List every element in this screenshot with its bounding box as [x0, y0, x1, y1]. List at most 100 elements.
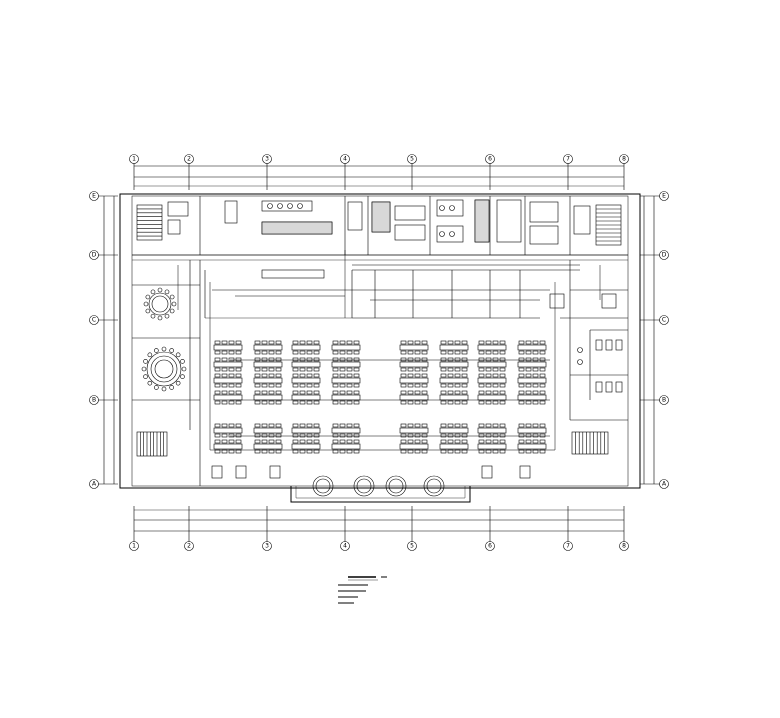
dining-chair	[539, 340, 546, 345]
dining-chair	[353, 439, 360, 444]
dining-chair	[539, 449, 546, 454]
dining-chair	[518, 423, 525, 428]
dining-chair	[525, 390, 532, 395]
axis-bubble-bottom-5: 5	[407, 541, 417, 551]
vip-chair	[171, 301, 177, 307]
dining-table	[331, 361, 361, 368]
dining-table	[213, 361, 243, 368]
dining-chair	[499, 357, 506, 362]
dining-chair	[532, 373, 539, 378]
dining-table	[399, 361, 429, 368]
dining-chair	[268, 449, 275, 454]
dining-chair	[313, 423, 320, 428]
vip-chair	[141, 366, 147, 372]
dining-chair	[228, 383, 235, 388]
dining-chair	[299, 350, 306, 355]
dining-chair	[254, 433, 261, 438]
round-table-vip-1	[148, 292, 172, 316]
axis-bubble-right-A: A	[659, 479, 669, 489]
dining-table	[253, 394, 283, 401]
dining-table	[291, 361, 321, 368]
dining-chair	[400, 367, 407, 372]
axis-bubble-right-E: E	[659, 191, 669, 201]
dining-chair	[447, 449, 454, 454]
dining-chair	[313, 433, 320, 438]
dining-chair	[525, 340, 532, 345]
dining-chair	[221, 350, 228, 355]
row-ticks	[98, 195, 660, 485]
dining-chair	[332, 340, 339, 345]
dining-table	[291, 427, 321, 434]
dining-chair	[299, 439, 306, 444]
dining-chair	[407, 340, 414, 345]
svg-text:7: 7	[566, 543, 570, 550]
dining-chair	[346, 433, 353, 438]
dining-chair	[421, 383, 428, 388]
dining-chair	[407, 357, 414, 362]
dining-chair	[313, 383, 320, 388]
dining-chair	[235, 383, 242, 388]
dining-chair	[539, 373, 546, 378]
dining-chair	[261, 357, 268, 362]
axis-bubble-left-E: E	[89, 191, 99, 201]
dining-chair	[485, 340, 492, 345]
dining-chair	[478, 367, 485, 372]
dining-chair	[261, 400, 268, 405]
dining-chair	[275, 400, 282, 405]
vip-chair	[143, 359, 148, 364]
dining-chair	[492, 350, 499, 355]
dining-chair	[268, 340, 275, 345]
dining-chair	[414, 340, 421, 345]
dining-chair	[261, 423, 268, 428]
dining-chair	[447, 390, 454, 395]
dining-chair	[299, 367, 306, 372]
dining-chair	[275, 373, 282, 378]
dining-chair	[454, 383, 461, 388]
dining-chair	[518, 433, 525, 438]
dining-chair	[407, 390, 414, 395]
dining-chair	[261, 340, 268, 345]
vip-chair	[154, 385, 159, 390]
dining-chair	[414, 423, 421, 428]
dining-chair	[492, 433, 499, 438]
dining-table	[213, 427, 243, 434]
booth-table-4	[481, 465, 493, 479]
dining-chair	[306, 449, 313, 454]
dining-chair	[478, 350, 485, 355]
dining-chair	[261, 449, 268, 454]
dining-chair	[421, 423, 428, 428]
dining-chair	[539, 400, 546, 405]
dining-chair	[235, 373, 242, 378]
dining-chair	[228, 357, 235, 362]
dining-chair	[339, 439, 346, 444]
staircase-top-left	[136, 204, 163, 241]
electrical-circuits	[177, 250, 601, 451]
vip-chair	[169, 294, 175, 300]
dining-chair	[275, 367, 282, 372]
dining-chair	[214, 390, 221, 395]
dining-table	[477, 361, 507, 368]
dining-chair	[221, 383, 228, 388]
round-table-bay-1	[312, 475, 334, 497]
dining-chair	[518, 357, 525, 362]
dining-table	[331, 427, 361, 434]
dining-table	[291, 344, 321, 351]
dining-chair	[221, 439, 228, 444]
serving-row	[204, 264, 580, 319]
vip-rooms	[132, 260, 201, 486]
dining-chair	[235, 433, 242, 438]
vip-chairs	[141, 287, 187, 392]
vip-chair	[143, 374, 148, 379]
dining-chair	[346, 350, 353, 355]
dining-chair	[221, 449, 228, 454]
dining-table	[213, 344, 243, 351]
dining-chair	[440, 390, 447, 395]
dining-chair	[275, 449, 282, 454]
dining-chair	[353, 357, 360, 362]
vip-chair	[169, 308, 175, 314]
dining-chair	[313, 449, 320, 454]
axis-bubble-top-4: 4	[340, 154, 350, 164]
dining-table	[517, 427, 547, 434]
dining-chair	[214, 439, 221, 444]
dining-chair	[221, 373, 228, 378]
